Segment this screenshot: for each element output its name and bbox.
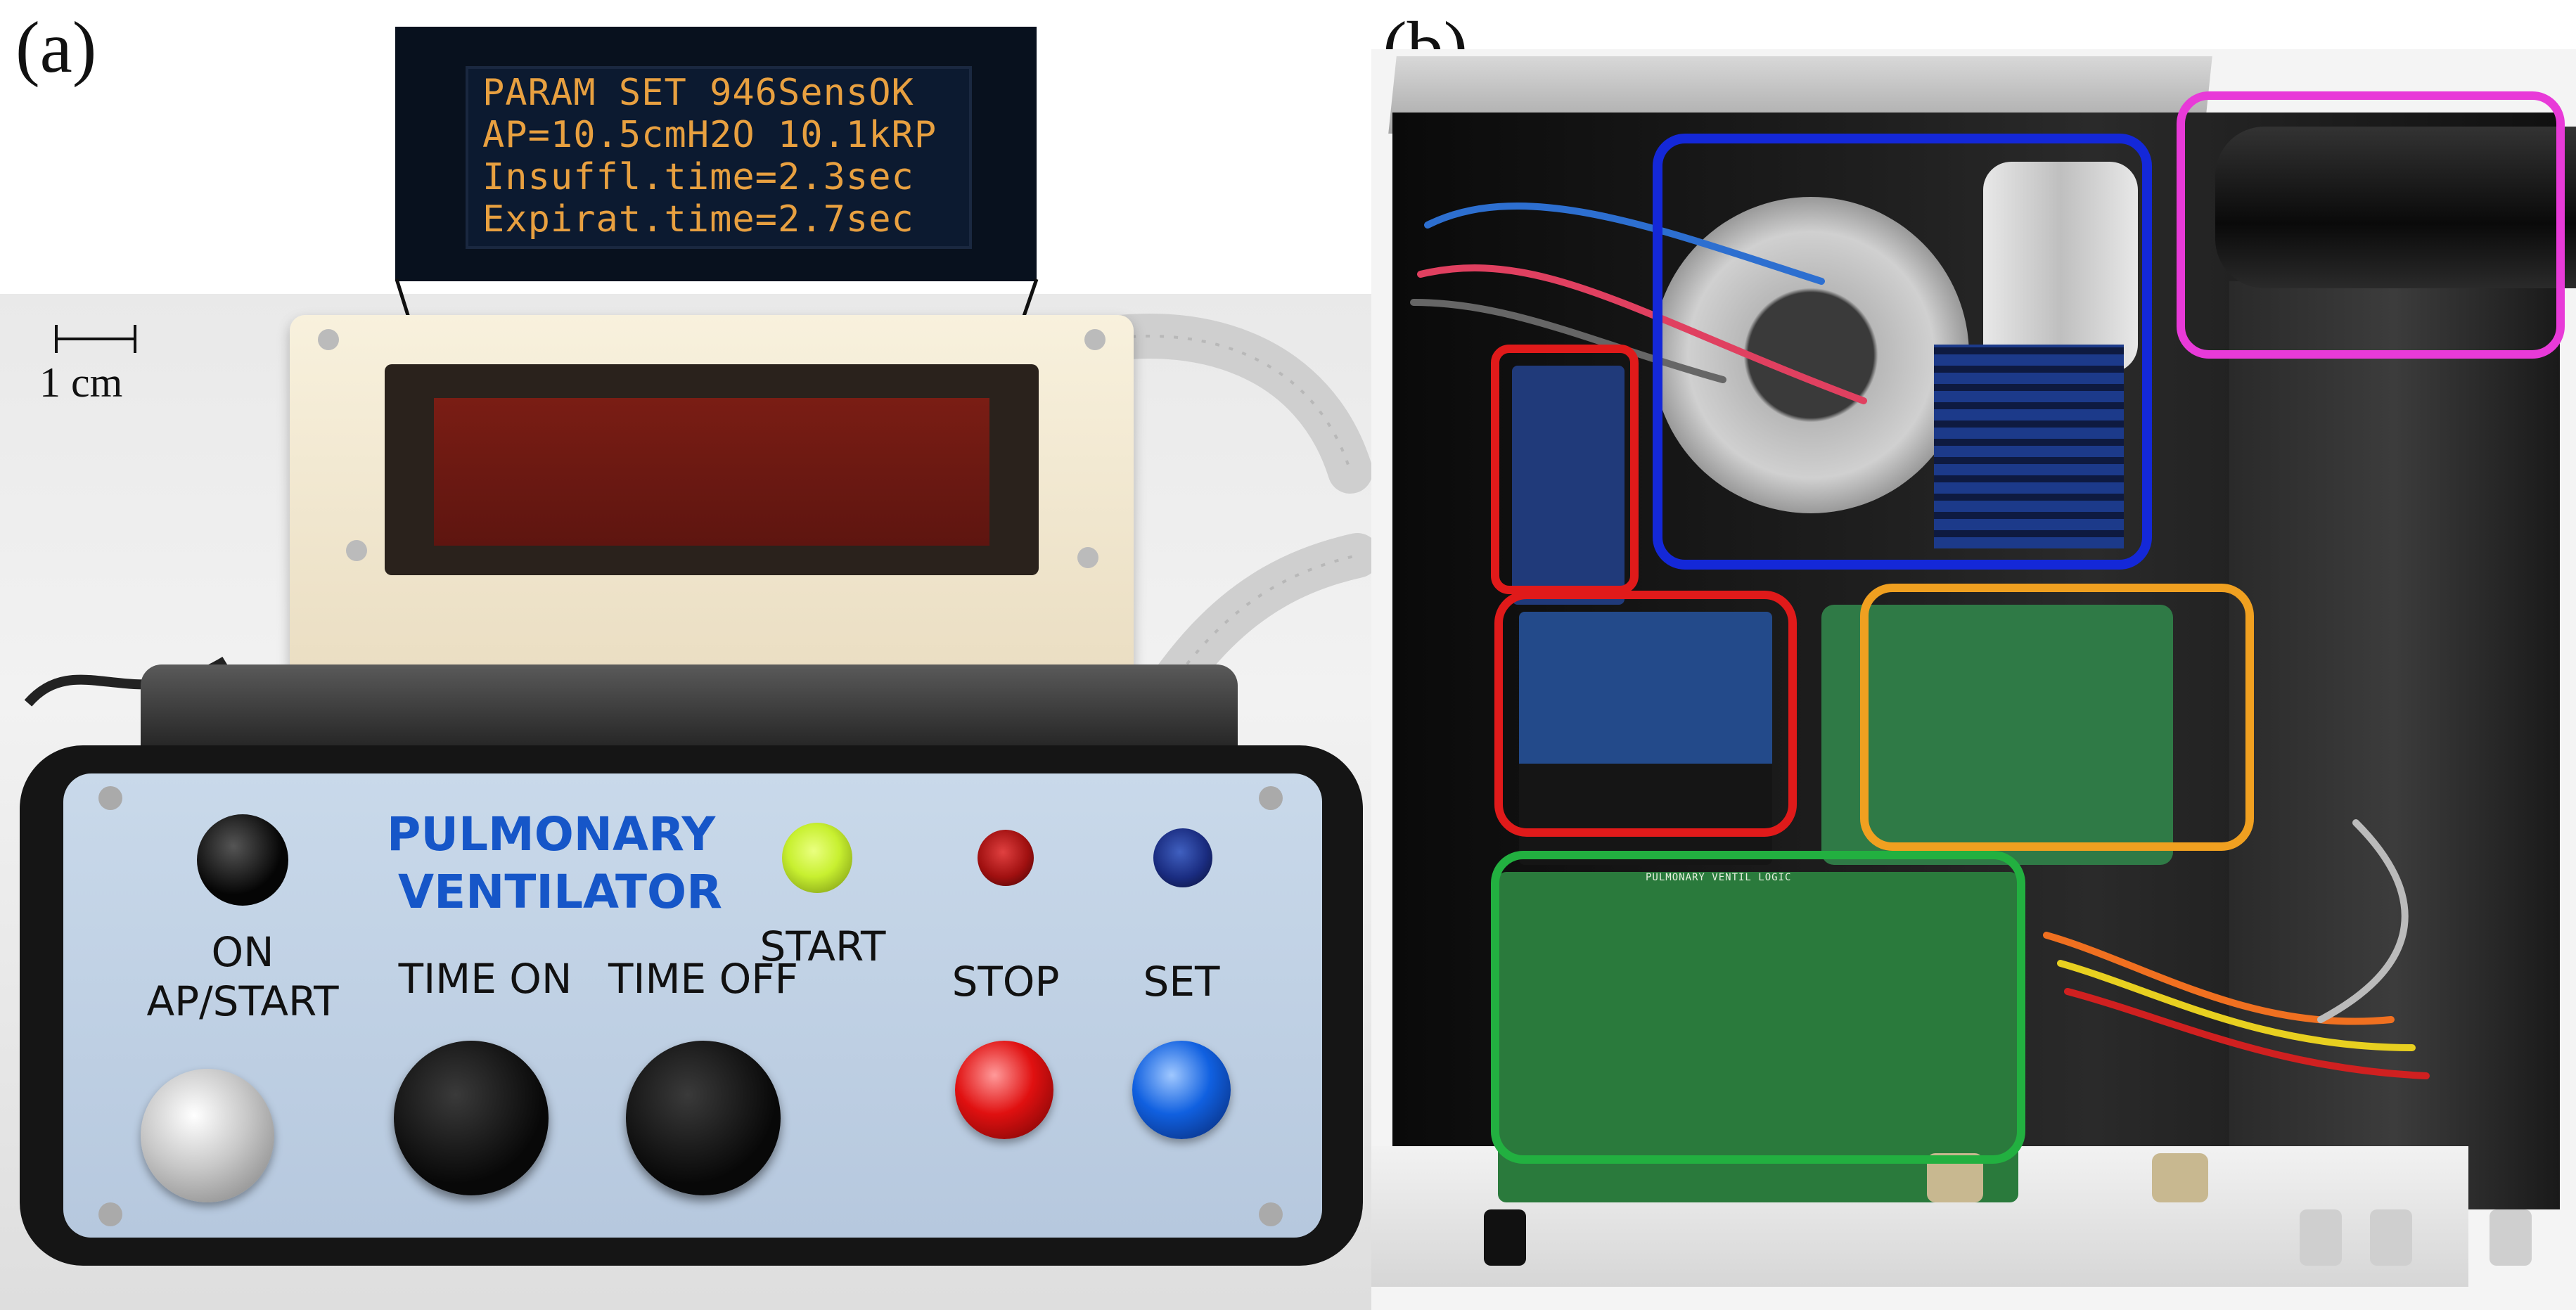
- screw: [318, 329, 339, 350]
- screw: [1084, 329, 1106, 350]
- front-connector: [2152, 1153, 2208, 1202]
- panel-a: (a) 1 cm PARAM SET 946SensOK AP=10.5cmH2…: [0, 7, 1371, 1310]
- scale-bar: [55, 325, 136, 353]
- wiring-photo: [1410, 202, 2430, 1079]
- blower-housing: [1653, 197, 1969, 513]
- ap-start-label: AP/START: [146, 977, 339, 1025]
- logic-board-highlight: [1491, 851, 2025, 1164]
- hose-sensor-highlight: [2177, 91, 2565, 359]
- time-on-knob[interactable]: [394, 1041, 549, 1195]
- lcd-screen: [434, 398, 989, 546]
- device-title-line2: VENTILATOR: [398, 865, 722, 919]
- front-panel: PULMONARY VENTILATOR ON AP/START TIME ON…: [63, 773, 1322, 1238]
- hose-connector: [2215, 127, 2576, 288]
- screw: [98, 1202, 122, 1226]
- lcd-line-3: Insuffl.time=2.3sec: [482, 156, 914, 198]
- vent-grille: [1934, 345, 2124, 548]
- stop-label: STOP: [951, 958, 1060, 1006]
- start-indicator-led: [782, 823, 852, 893]
- front-connector: [2490, 1209, 2532, 1266]
- dc-converter-board-2: [1519, 612, 1772, 865]
- stop-indicator-led: [978, 830, 1034, 886]
- stop-button[interactable]: [955, 1041, 1053, 1139]
- set-button[interactable]: [1132, 1041, 1231, 1139]
- lcd-line-4: Expirat.time=2.7sec: [482, 198, 914, 240]
- lcd-inset: PARAM SET 946SensOK AP=10.5cmH2O 10.1kRP…: [395, 27, 1037, 281]
- screw: [346, 540, 367, 561]
- front-connector: [2370, 1209, 2412, 1266]
- blower-highlight: [1653, 134, 2152, 570]
- lcd-inset-screen: PARAM SET 946SensOK AP=10.5cmH2O 10.1kRP…: [466, 66, 972, 249]
- set-indicator-led: [1153, 828, 1212, 887]
- converter-highlight-1: [1491, 345, 1639, 594]
- motor-driver-highlight: [1860, 584, 2254, 851]
- set-label: SET: [1143, 958, 1220, 1006]
- scale-bar-label: 1 cm: [39, 359, 123, 406]
- panel-b: (b): [1371, 0, 2576, 1310]
- on-label: ON: [211, 928, 274, 976]
- screw: [1259, 786, 1283, 810]
- screw: [1077, 547, 1098, 568]
- blower-outlet: [1983, 162, 2138, 373]
- front-connector: [2300, 1209, 2342, 1266]
- time-off-label: TIME OFF: [608, 955, 799, 1003]
- screw: [1259, 1202, 1283, 1226]
- enclosure-photo: [1371, 49, 2576, 1310]
- lcd-line-2: AP=10.5cmH2O 10.1kRP: [482, 114, 937, 156]
- lcd-housing: [290, 315, 1134, 709]
- dc-converter-board-1: [1512, 366, 1625, 605]
- converter-highlight-2: [1494, 591, 1797, 837]
- logic-board: [1498, 872, 2018, 1202]
- lcd-bezel: [385, 364, 1039, 575]
- pcb-label: PULMONARY VENTIL LOGIC: [1646, 872, 1792, 883]
- lcd-line-1: PARAM SET 946SensOK: [482, 72, 914, 114]
- panel-a-label: (a): [15, 7, 97, 88]
- time-off-knob[interactable]: [626, 1041, 781, 1195]
- start-label: START: [760, 923, 886, 970]
- time-on-label: TIME ON: [398, 955, 572, 1003]
- ap-start-knob[interactable]: [141, 1069, 274, 1202]
- screw: [98, 786, 122, 810]
- front-connector: [1484, 1209, 1526, 1266]
- on-indicator-led: [197, 814, 288, 906]
- device-title-line1: PULMONARY: [387, 807, 716, 861]
